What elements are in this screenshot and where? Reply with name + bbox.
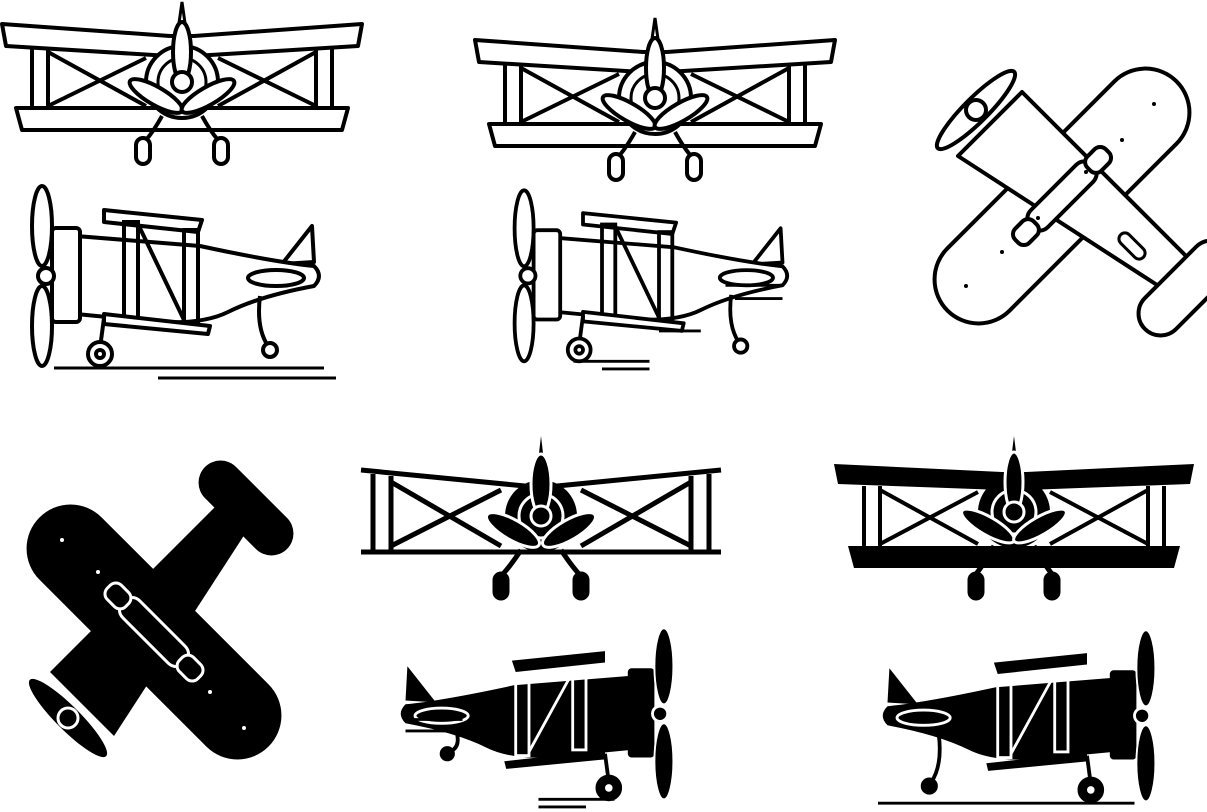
biplane-front-solid-icon [360,436,722,601]
biplane-side-motion-outline-icon [512,188,790,371]
biplane-side-motion-solid-icon [400,627,675,809]
biplane-front-outline-icon [0,0,364,166]
biplane-side-solid-icon [877,629,1157,805]
biplane-top-outline-icon [914,48,1207,347]
biplane-front-solid-wide-icon [834,436,1194,601]
biplane-front-outline-thin-icon [473,16,837,182]
biplane-top-solid-icon [26,460,294,760]
biplane-side-outline-icon [30,184,336,380]
